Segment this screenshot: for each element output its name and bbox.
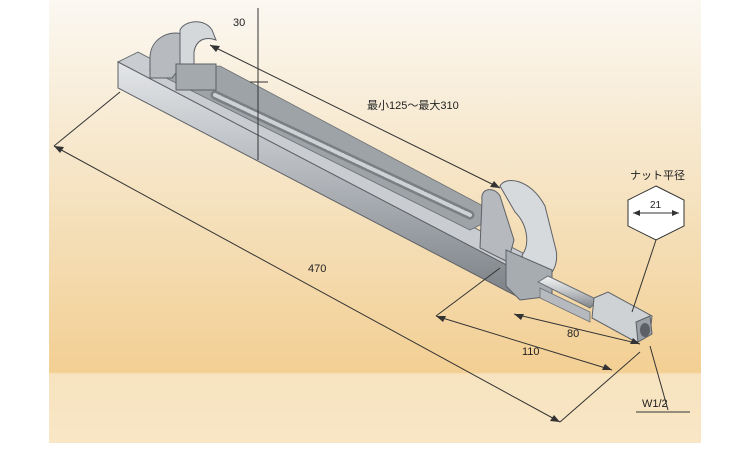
hexagon-nut-icon <box>627 185 685 241</box>
nut-callout-title: ナット平径 <box>630 170 685 182</box>
jaw-range-label: 最小125～最大310 <box>367 100 459 112</box>
nut-length-label: 80 <box>567 328 580 340</box>
overall-length-label: 470 <box>308 263 327 275</box>
moving-jaw <box>479 180 558 301</box>
nut-width-label: 21 <box>650 200 662 211</box>
dimension-arrows <box>54 45 640 422</box>
hex-end-nut <box>591 291 653 343</box>
fixed-jaw <box>149 21 217 91</box>
rod-length-label: 110 <box>522 346 540 358</box>
extension-rod <box>536 275 599 323</box>
dimension-lines <box>53 8 669 423</box>
height-dimension-label: 30 <box>233 17 246 29</box>
pipe-clamp <box>116 21 653 343</box>
thread-spec-label: W1/2 <box>642 398 668 410</box>
